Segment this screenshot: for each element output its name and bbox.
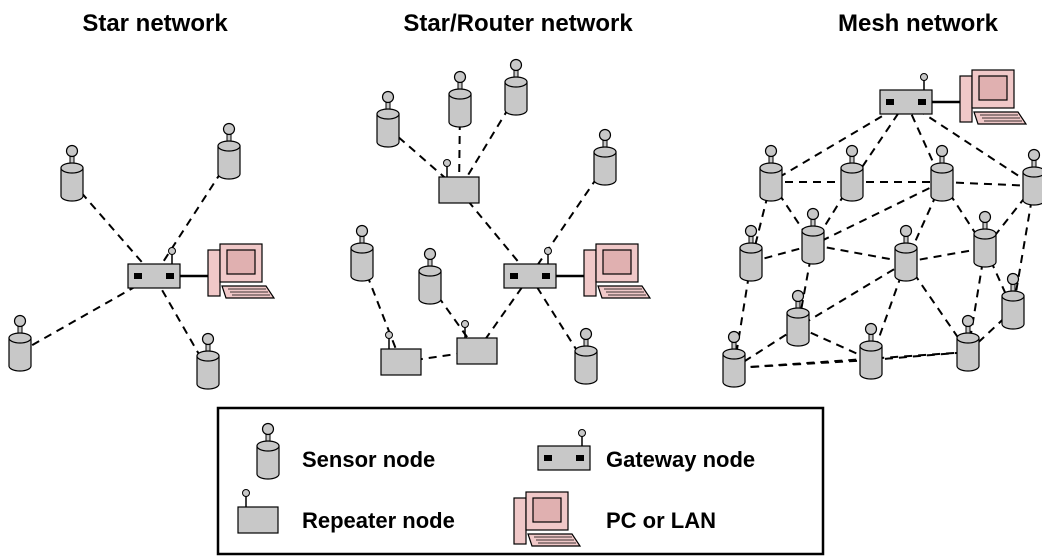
- sensor-node-icon: [739, 224, 763, 282]
- network-links: [19, 95, 1035, 371]
- sensor-node-icon: [574, 327, 598, 385]
- legend-label-gateway-node: Gateway node: [606, 447, 756, 472]
- sensor-node-icon: [196, 332, 220, 390]
- network-nodes: [8, 58, 1042, 390]
- sensor-node-icon: [504, 58, 528, 116]
- sensor-node-icon: [930, 144, 954, 202]
- sensor-node-icon: [840, 144, 864, 202]
- pc-or-lan-icon: [583, 243, 652, 299]
- sensor-node-icon: [376, 90, 400, 148]
- gateway-node-icon: [879, 73, 933, 115]
- gateway-node-icon: [503, 247, 557, 289]
- sensor-node-icon: [418, 247, 442, 305]
- sensor-node-icon: [759, 144, 783, 202]
- legend-gateway-icon: [537, 429, 591, 471]
- sensor-node-icon: [786, 289, 810, 347]
- sensor-node-icon: [350, 224, 374, 282]
- wireless-link: [812, 181, 943, 246]
- repeater-node-icon: [456, 320, 498, 365]
- legend-label-sensor-node: Sensor node: [302, 447, 436, 472]
- sensor-node-icon: [859, 322, 883, 380]
- wireless-link: [851, 101, 907, 183]
- sensor-node-icon: [1001, 272, 1025, 330]
- legend-label-pc-or-lan: PC or LAN: [606, 508, 716, 533]
- wireless-link: [71, 181, 155, 277]
- wireless-link: [1012, 185, 1035, 311]
- sensor-node-icon: [722, 330, 746, 388]
- sensor-node-icon: [973, 210, 997, 268]
- sensor-node-icon: [8, 314, 32, 372]
- wireless-link: [967, 309, 1014, 353]
- wireless-link: [19, 275, 155, 353]
- wireless-link: [387, 127, 460, 191]
- title-mesh-network: Mesh network: [837, 10, 999, 37]
- pc-or-lan-icon: [207, 243, 276, 299]
- wireless-link: [905, 101, 1035, 187]
- wireless-link: [941, 181, 1035, 187]
- sensor-node-icon: [593, 128, 617, 186]
- legend-sensor-icon: [256, 422, 280, 480]
- sensor-node-icon: [60, 144, 84, 202]
- wireless-link: [153, 159, 230, 277]
- sensor-node-icon: [801, 207, 825, 265]
- pc-or-lan-icon: [959, 69, 1028, 125]
- wireless-link: [733, 351, 969, 369]
- wireless-link: [812, 244, 907, 263]
- legend-repeater-icon: [237, 489, 279, 534]
- title-star-router-network: Star/Router network: [403, 10, 633, 37]
- legend-pc-icon: [513, 491, 582, 547]
- wireless-link: [905, 247, 986, 263]
- title-star-network: Star network: [82, 10, 228, 37]
- gateway-node-icon: [127, 247, 181, 289]
- wireless-link: [797, 261, 907, 328]
- legend-icons: [237, 422, 591, 547]
- wireless-link: [750, 244, 814, 263]
- repeater-node-icon: [438, 159, 480, 204]
- sensor-node-icon: [1022, 148, 1042, 206]
- wireless-link: [458, 189, 531, 277]
- repeater-node-icon: [380, 331, 422, 376]
- wireless-link: [770, 101, 907, 183]
- legend-label-repeater-node: Repeater node: [302, 508, 455, 533]
- sensor-node-icon: [894, 224, 918, 282]
- sensor-node-icon: [217, 122, 241, 180]
- sensor-node-icon: [956, 314, 980, 372]
- sensor-node-icon: [448, 70, 472, 128]
